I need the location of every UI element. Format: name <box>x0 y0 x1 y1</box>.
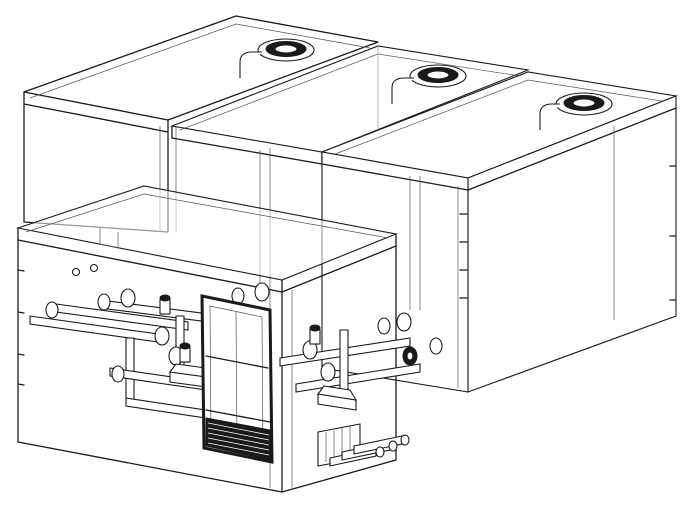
control-panel <box>200 294 274 464</box>
sump-tank <box>15 185 398 493</box>
outlet-pipes <box>317 423 410 467</box>
tank-3-left-face <box>321 151 469 393</box>
tank-2-drain-fitting <box>391 64 467 104</box>
control-panel-vent-grille <box>205 417 272 461</box>
sump-right-face <box>281 245 397 493</box>
control-panel-frame <box>200 294 274 464</box>
ball-valve-1 <box>159 294 171 315</box>
tank-1-lid <box>23 15 379 121</box>
tank-1 <box>23 15 379 233</box>
sump-bulkheads <box>71 263 99 277</box>
tank-1-drain-fitting <box>239 38 315 78</box>
right-feed-2 <box>295 363 421 393</box>
union-fittings <box>45 282 443 383</box>
drop-pipe-left <box>125 337 135 401</box>
sump-edge-clips <box>17 269 25 386</box>
plumbing-manifold <box>29 282 443 429</box>
sump-left-face <box>17 239 283 493</box>
ball-valve-2 <box>309 324 321 345</box>
tank-3 <box>319 71 679 393</box>
dark-union-fitting <box>402 346 418 366</box>
ball-valve-3 <box>179 342 191 363</box>
sump-overflow-box <box>99 228 119 249</box>
tank-3-drain-fitting <box>539 92 613 130</box>
pump-2 <box>317 385 358 411</box>
tank-3-edge-clips <box>459 165 677 301</box>
